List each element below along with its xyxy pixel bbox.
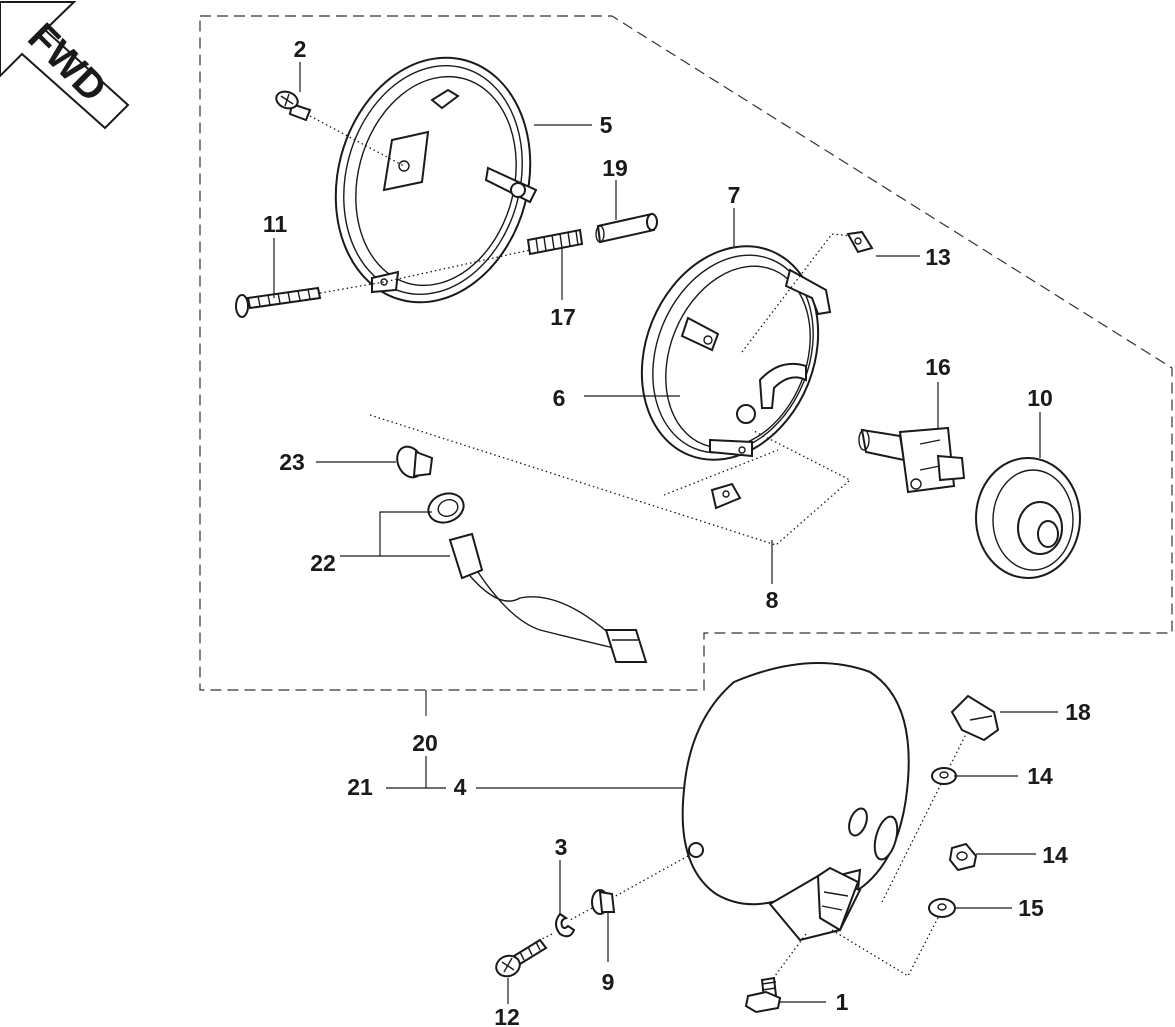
label-part-5: 5 [600, 112, 613, 138]
long-screw [235, 286, 322, 318]
label-part-23: 23 [279, 449, 305, 475]
adjust-spring [526, 228, 584, 256]
label-part-21: 21 [347, 774, 373, 800]
dust-cover [975, 457, 1081, 579]
flange-bolt [744, 976, 782, 1014]
headlight-bulb [858, 426, 966, 494]
adjuster-nut [710, 482, 742, 510]
collar-washer [591, 889, 616, 915]
label-part-9: 9 [602, 969, 615, 995]
label-part-8: 8 [766, 587, 779, 613]
cable-clip [950, 694, 1000, 742]
position-bulb [396, 445, 434, 479]
fwd-arrow-icon: FWD [0, 1, 130, 130]
small-screw [275, 90, 312, 122]
part-labels: 2 5 19 7 11 13 17 16 6 10 23 22 8 18 20 … [263, 36, 1091, 1027]
label-part-11: 11 [263, 211, 288, 237]
headlight-housing [681, 662, 910, 942]
label-part-13: 13 [925, 244, 951, 270]
headlight-rim [334, 56, 538, 304]
label-part-12: 12 [494, 1004, 520, 1027]
washer [928, 898, 956, 918]
adjuster-clip [846, 230, 874, 254]
label-part-19: 19 [602, 155, 628, 181]
mounting-bolt [495, 938, 548, 978]
label-part-3: 3 [555, 834, 568, 860]
label-part-18: 18 [1065, 699, 1091, 725]
leader-lines [273, 62, 1058, 1004]
label-part-6: 6 [553, 385, 566, 411]
label-part-22: 22 [310, 550, 336, 576]
subassembly-boundary [199, 15, 1173, 691]
label-part-15: 15 [1018, 895, 1044, 921]
label-part-10: 10 [1027, 385, 1053, 411]
label-part-7: 7 [728, 182, 741, 208]
spacer-collar [595, 212, 658, 244]
label-part-17: 17 [550, 304, 576, 330]
label-part-2: 2 [294, 36, 307, 62]
spring-washer [555, 912, 576, 938]
label-part-1: 1 [836, 989, 849, 1015]
bulb-socket-harness [427, 492, 648, 663]
label-part-4: 4 [454, 774, 467, 800]
label-part-14-lower: 14 [1042, 842, 1068, 868]
label-part-16: 16 [925, 354, 951, 380]
washer-upper [931, 767, 957, 785]
flange-nut [948, 842, 978, 872]
label-part-14-upper: 14 [1027, 763, 1053, 789]
headlight-reflector-unit [640, 245, 832, 461]
label-part-20: 20 [412, 730, 438, 756]
